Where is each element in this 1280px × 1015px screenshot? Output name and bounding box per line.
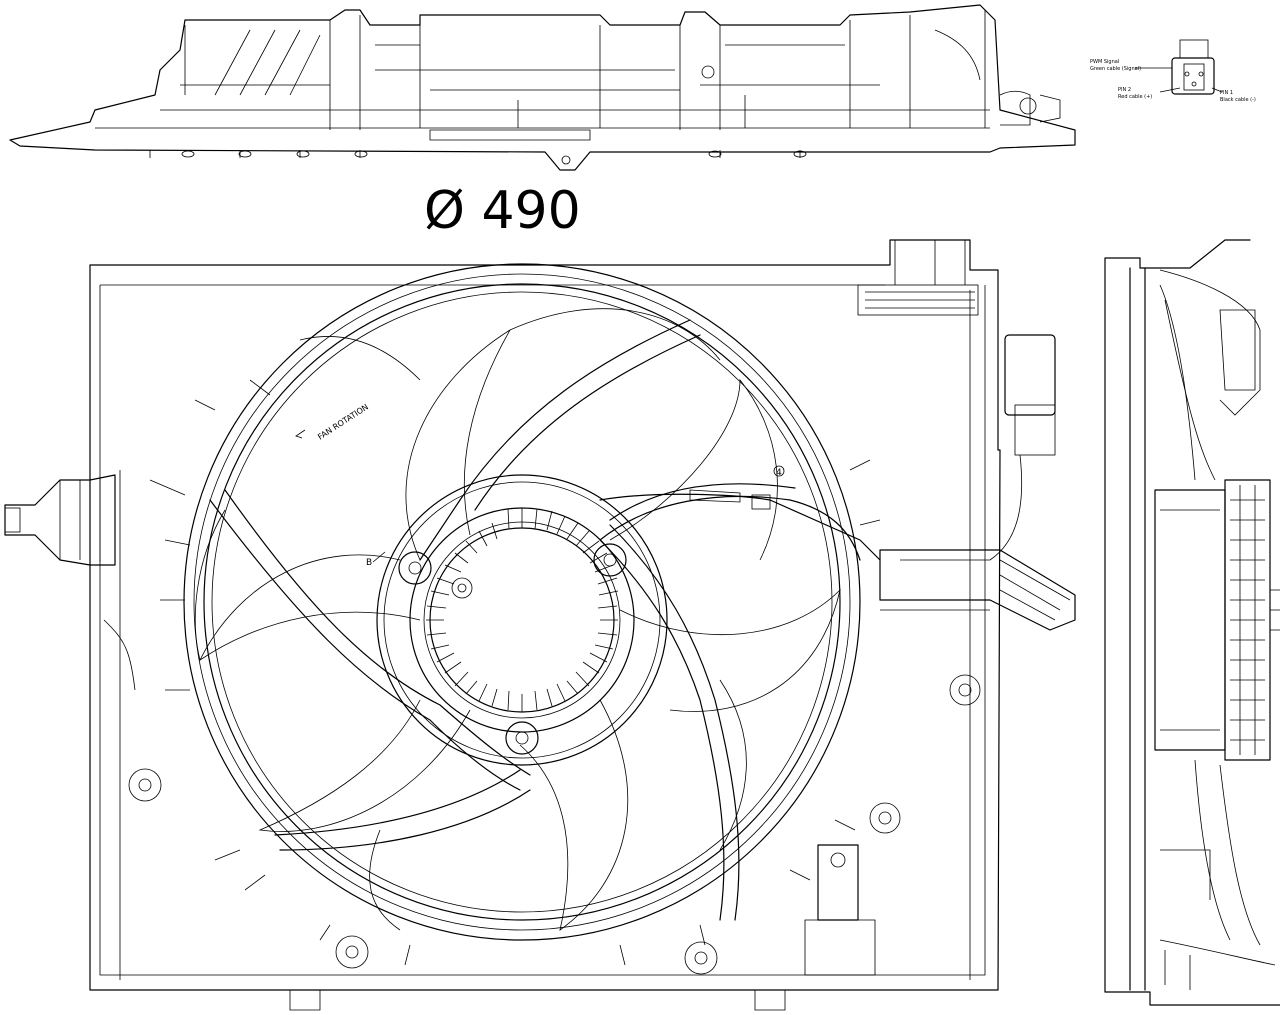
connector-black-cable-label: Black cable (-) (1220, 97, 1256, 103)
connector-detail: PWM Signal Green cable (Signal) PIN 2 Re… (1090, 39, 1256, 103)
connector-green-cable-label: Green cable (Signal) (1090, 66, 1141, 72)
top-view (9, 4, 1076, 171)
connector-red-cable-label: Red cable (+) (1118, 94, 1152, 100)
connector-pwm-label: PWM Signal (1090, 59, 1119, 65)
marker-b: B (366, 558, 372, 568)
marker-4: 4 (776, 468, 782, 478)
fan-rotation-label: FAN ROTATION (316, 402, 370, 441)
connector-pin2-label: PIN 2 (1118, 87, 1131, 93)
hub-fins (426, 508, 619, 712)
connector-pin1-label: PIN 1 (1220, 90, 1233, 96)
front-view: 4 B FAN ROTATION (4, 239, 1076, 1011)
diameter-label: Ø 490 (424, 181, 581, 241)
side-view (1104, 239, 1280, 1006)
